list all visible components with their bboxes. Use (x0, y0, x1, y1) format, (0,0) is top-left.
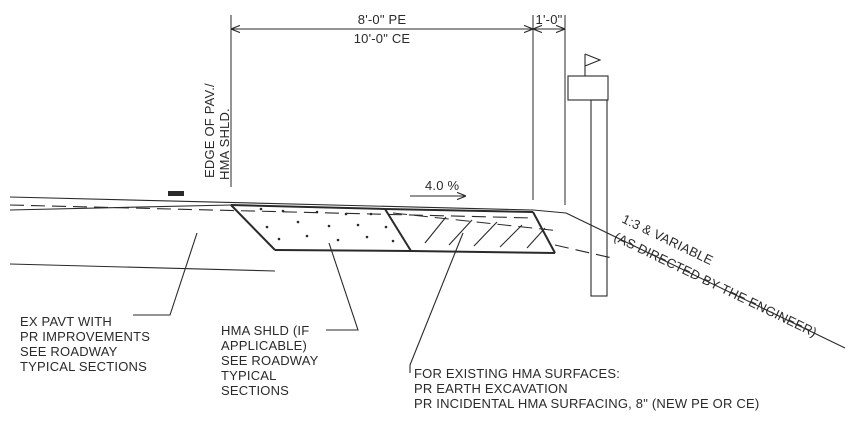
slope-label: 4.0 % (425, 178, 459, 193)
side-slope (532, 209, 846, 349)
existing-hma-line: FOR EXISTING HMA SURFACES: (414, 366, 620, 381)
ex-pavt-line: SEE ROADWAY (20, 344, 118, 359)
hma-shld-line: SECTIONS (221, 383, 289, 398)
flag-icon (584, 53, 602, 67)
existing-hma-callout: FOR EXISTING HMA SURFACES: PR EARTH EXCA… (414, 366, 759, 411)
existing-hma-line: PR EARTH EXCAVATION (414, 381, 568, 396)
offset-label: 1'-0" (536, 12, 563, 27)
existing-hma-leader (409, 232, 464, 373)
excavation-hatch (424, 216, 546, 249)
delineator-panel (567, 75, 609, 101)
ex-pavt-line: EX PAVT WITH (20, 314, 112, 329)
hma-shld-line: TYPICAL (221, 368, 277, 383)
hma-shld-line: HMA SHLD (IF (221, 323, 309, 338)
hma-shld-leader (326, 242, 359, 331)
ex-pavt-line: PR IMPROVEMENTS (20, 329, 150, 344)
dimension-lines (230, 15, 566, 205)
width-pe-label: 8'-0" PE (358, 12, 407, 27)
ex-pavt-leader (133, 232, 198, 316)
hma-shoulder (230, 204, 412, 252)
pavement-marking (168, 191, 184, 196)
hma-shld-line: APPLICABLE) (221, 338, 307, 353)
shoulder-aggregate-dots (259, 207, 395, 243)
ex-pavt-callout: EX PAVT WITH PR IMPROVEMENTS SEE ROADWAY… (20, 314, 150, 374)
edge-of-pavement-label-line2: HMA SHLD. (217, 108, 232, 180)
existing-pavement (9, 191, 534, 272)
excavation-region (384, 208, 561, 254)
hma-shld-callout: HMA SHLD (IF APPLICABLE) SEE ROADWAY TYP… (221, 323, 319, 398)
hma-shld-line: SEE ROADWAY (221, 353, 319, 368)
existing-hma-line: PR INCIDENTAL HMA SURFACING, 8" (NEW PE … (414, 396, 759, 411)
delineator-post-shaft (590, 99, 608, 297)
ex-pavt-line: TYPICAL SECTIONS (20, 359, 147, 374)
delineator-post (567, 53, 609, 297)
width-ce-label: 10'-0" CE (354, 31, 411, 46)
edge-of-pavement-label-line1: EDGE OF PAV./ (202, 83, 217, 178)
side-slope-note: (AS DIRECTED BY THE ENGINEER) (612, 229, 820, 340)
